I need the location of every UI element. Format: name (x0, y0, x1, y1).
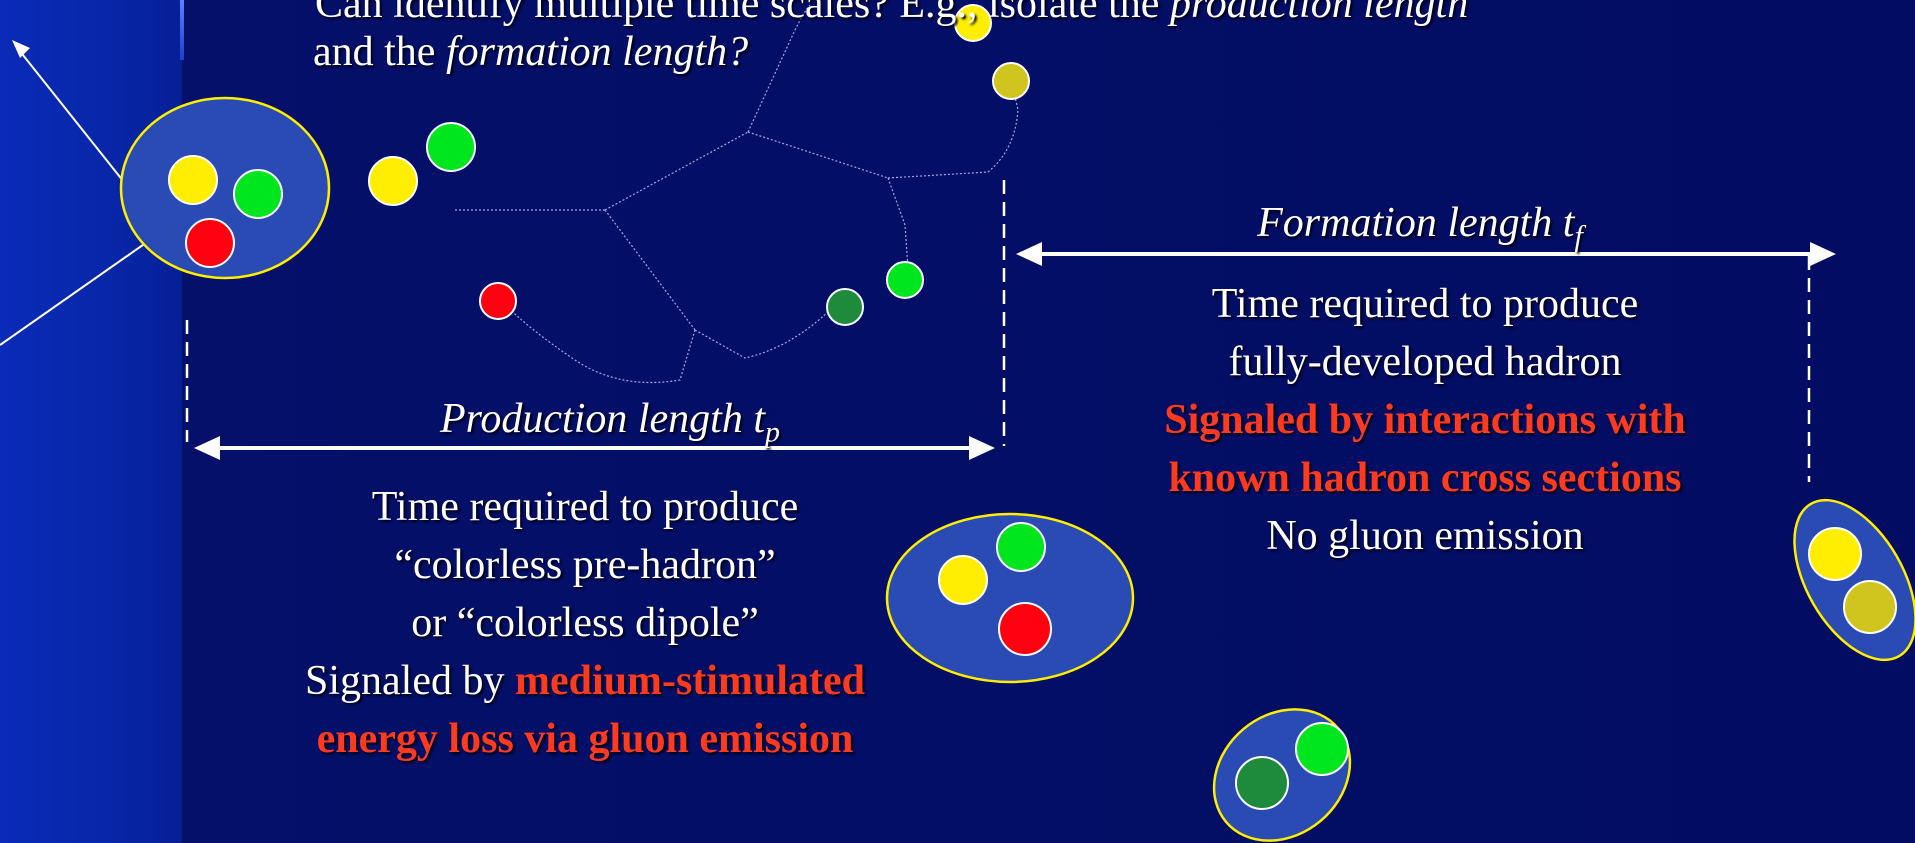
target-nucleon (119, 96, 331, 280)
production-desc-text: Signaled by (305, 658, 515, 704)
quark-red (998, 602, 1052, 656)
formation-desc-line: fully-developed hadron (1228, 339, 1622, 385)
production-desc-line: Time required to produce (371, 484, 799, 530)
formation-description: Time required to produce fully-developed… (1080, 275, 1770, 565)
quark-red (185, 218, 235, 268)
quark-yellow (368, 156, 418, 206)
quark-green (233, 169, 283, 219)
formation-desc-line: No gluon emission (1266, 513, 1584, 559)
quark-yellow (168, 155, 218, 205)
quark-green (886, 261, 924, 299)
left-band-highlight (180, 0, 184, 60)
quark-dark-green (826, 288, 864, 326)
quark-dark-green (1235, 756, 1289, 810)
production-length-label: Production length tp (390, 398, 830, 447)
heading-text: and the (313, 29, 446, 75)
production-desc-highlight: energy loss via gluon emission (316, 716, 854, 762)
production-description: Time required to produce “colorless pre-… (240, 478, 930, 768)
heading-line-1: Can identify multiple time scales? E.g.,… (315, 0, 1468, 28)
quark-green (996, 522, 1046, 572)
scattered-lepton-arrowhead (12, 40, 30, 58)
production-desc-line: “colorless pre-hadron” (394, 542, 776, 588)
formation-length-label: Formation length tf (1200, 202, 1640, 251)
quark-yellow (1808, 527, 1862, 581)
formation-desc-highlight: Signaled by interactions with (1164, 397, 1686, 443)
pre-hadron (885, 512, 1135, 684)
quark-red (479, 282, 517, 320)
production-desc-line: Signaled by medium-stimulated (240, 652, 930, 710)
quark-yellow (954, 4, 992, 42)
formation-desc-highlight: known hadron cross sections (1168, 455, 1682, 501)
heading-text: Can identify multiple time scales? E.g.,… (315, 0, 1170, 27)
quark-green (1295, 722, 1349, 776)
color-string-network (455, 4, 1019, 384)
production-label-text: Production length t (439, 396, 766, 442)
formation-label-text: Formation length t (1257, 200, 1575, 246)
quark-green (426, 122, 476, 172)
heading-emphasis: production length (1169, 0, 1469, 27)
production-desc-highlight: medium-stimulated (514, 658, 865, 704)
production-desc-line: or “colorless dipole” (411, 600, 759, 646)
quark-olive (1843, 580, 1897, 634)
heading-emphasis: formation length? (445, 29, 749, 75)
formation-length-arrow (1016, 242, 1836, 266)
formation-desc-line: Time required to produce (1211, 281, 1639, 327)
production-label-subscript: p (765, 415, 781, 449)
production-length-arrow (194, 436, 995, 460)
quark-yellow (938, 555, 988, 605)
meson-dipole (1212, 708, 1352, 842)
heading-line-2: and the formation length? (313, 28, 748, 76)
quark-olive (992, 62, 1030, 100)
incoming-line (0, 239, 151, 346)
formation-label-subscript: f (1574, 219, 1583, 253)
